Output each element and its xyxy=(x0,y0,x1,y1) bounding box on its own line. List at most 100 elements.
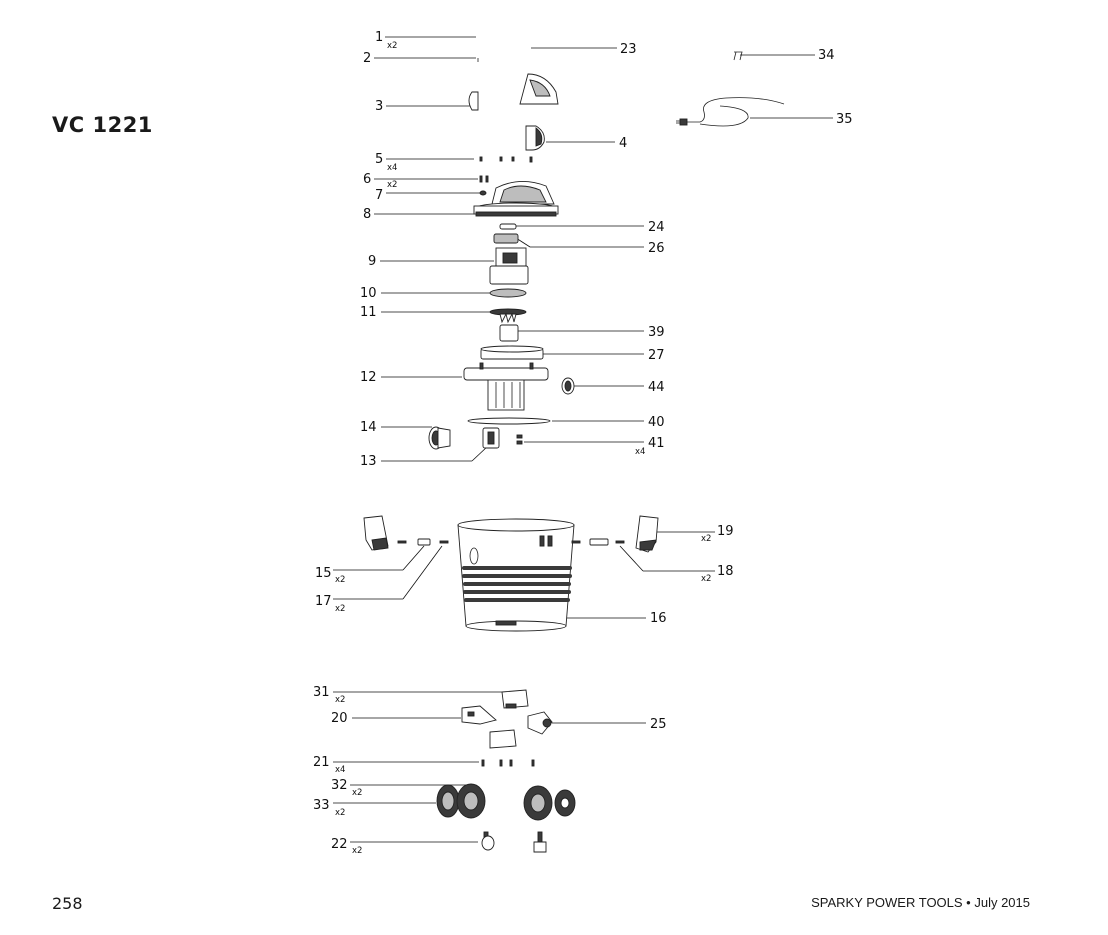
filter-holder-part xyxy=(463,362,549,411)
top-cover-part xyxy=(477,58,559,105)
callout-19: 19 x2 xyxy=(652,524,734,544)
tank-part xyxy=(457,518,575,632)
screws-part xyxy=(479,156,533,163)
model-title: VC 1221 xyxy=(52,113,153,137)
clamp-right-part xyxy=(635,515,659,553)
callout-number: 6 xyxy=(363,172,371,187)
callout-12: 12 xyxy=(360,370,462,385)
base-bracket-part xyxy=(461,705,497,725)
callout-27: 27 xyxy=(543,348,665,363)
callout-7: 7 x2 xyxy=(375,180,480,203)
callout-number: 20 xyxy=(331,711,348,726)
callout-number: 18 xyxy=(717,564,734,579)
front-bracket-part xyxy=(527,711,553,735)
callout-26: 26 xyxy=(515,237,665,256)
callout-9: 9 xyxy=(368,254,494,269)
callout-number: 23 xyxy=(620,42,637,57)
callout-number: 5 xyxy=(375,152,383,167)
callout-17: 17 x2 xyxy=(315,545,443,614)
quantity-label: x4 xyxy=(387,163,397,173)
callout-34: 34 xyxy=(740,48,835,63)
cap-part xyxy=(561,377,575,395)
callout-number: 44 xyxy=(648,380,665,395)
callout-1: 1 x2 xyxy=(375,30,476,51)
gasket-part xyxy=(489,288,527,298)
callout-number: 35 xyxy=(836,112,853,127)
callout-13: 13 xyxy=(360,445,489,469)
quantity-label: x4 xyxy=(635,447,645,457)
springs-part xyxy=(516,434,523,445)
callout-20: 20 xyxy=(331,711,461,726)
motor-cover-part xyxy=(473,181,559,217)
callout-23: 23 xyxy=(531,42,637,57)
small-pins-part xyxy=(479,175,489,196)
callout-number: 17 xyxy=(315,594,332,609)
callout-number: 3 xyxy=(375,99,383,114)
callout-33: 33 x2 xyxy=(313,798,436,818)
callout-25: 25 xyxy=(552,717,667,732)
clamp-left-part xyxy=(363,515,389,551)
callout-number: 19 xyxy=(717,524,734,539)
impeller-part xyxy=(489,308,527,324)
page-number: 258 xyxy=(52,894,83,913)
knob-part xyxy=(468,91,479,111)
wheel-right-part xyxy=(523,785,576,821)
callout-number: 15 xyxy=(315,566,332,581)
caster-holder-part xyxy=(501,689,529,709)
quantity-label: x2 xyxy=(335,575,345,585)
quantity-label: x2 xyxy=(352,846,362,856)
float-part xyxy=(499,324,519,342)
power-cord-part xyxy=(676,97,785,127)
seal-part xyxy=(467,417,551,425)
quantity-label: x2 xyxy=(335,695,345,705)
hose-inlet-part xyxy=(428,426,451,450)
callout-15: 15 x2 xyxy=(315,545,425,585)
callout-40: 40 xyxy=(552,415,665,430)
quantity-label: x2 xyxy=(701,534,711,544)
callout-number: 1 xyxy=(375,30,383,45)
callout-16: 16 xyxy=(553,611,667,626)
quantity-label: x2 xyxy=(387,41,397,51)
callout-number: 10 xyxy=(360,286,377,301)
callout-44: 44 xyxy=(573,380,665,395)
callout-number: 4 xyxy=(619,136,627,151)
callout-11: 11 xyxy=(360,305,490,320)
callout-number: 33 xyxy=(313,798,330,813)
callout-number: 25 xyxy=(650,717,667,732)
callout-10: 10 xyxy=(360,286,491,301)
callout-number: 22 xyxy=(331,837,348,852)
caster-right-part xyxy=(533,831,547,853)
bearing-part xyxy=(493,223,519,244)
base-screws-part xyxy=(481,759,535,767)
callout-number: 8 xyxy=(363,207,371,222)
callout-number: 2 xyxy=(363,51,371,66)
quantity-label: x2 xyxy=(352,788,362,798)
callout-2: 2 xyxy=(363,51,476,66)
quantity-label: x2 xyxy=(387,180,397,190)
callout-number: 11 xyxy=(360,305,377,320)
callout-21: 21 x4 xyxy=(313,755,479,775)
callout-4: 4 xyxy=(546,136,627,151)
callout-35: 35 xyxy=(750,112,853,127)
filter-ring-part xyxy=(480,345,544,360)
quantity-label: x2 xyxy=(335,604,345,614)
callout-number: 12 xyxy=(360,370,377,385)
callout-number: 9 xyxy=(368,254,376,269)
motor-part xyxy=(489,247,529,285)
pins-part xyxy=(397,538,625,546)
callout-18: 18 x2 xyxy=(619,545,734,584)
callout-8: 8 xyxy=(363,207,474,222)
callout-31: 31 x2 xyxy=(313,685,502,705)
quantity-label: x4 xyxy=(335,765,345,775)
connector-part xyxy=(482,427,500,449)
callout-number: 32 xyxy=(331,778,348,793)
wheel-left-part xyxy=(436,783,486,819)
callout-24: 24 xyxy=(516,220,665,235)
callout-number: 41 xyxy=(648,436,665,451)
callout-number: 34 xyxy=(818,48,835,63)
quantity-label: x2 xyxy=(701,574,711,584)
callout-6: 6 xyxy=(363,172,478,187)
callout-number: 24 xyxy=(648,220,665,235)
callout-5: 5 x4 xyxy=(375,152,474,173)
